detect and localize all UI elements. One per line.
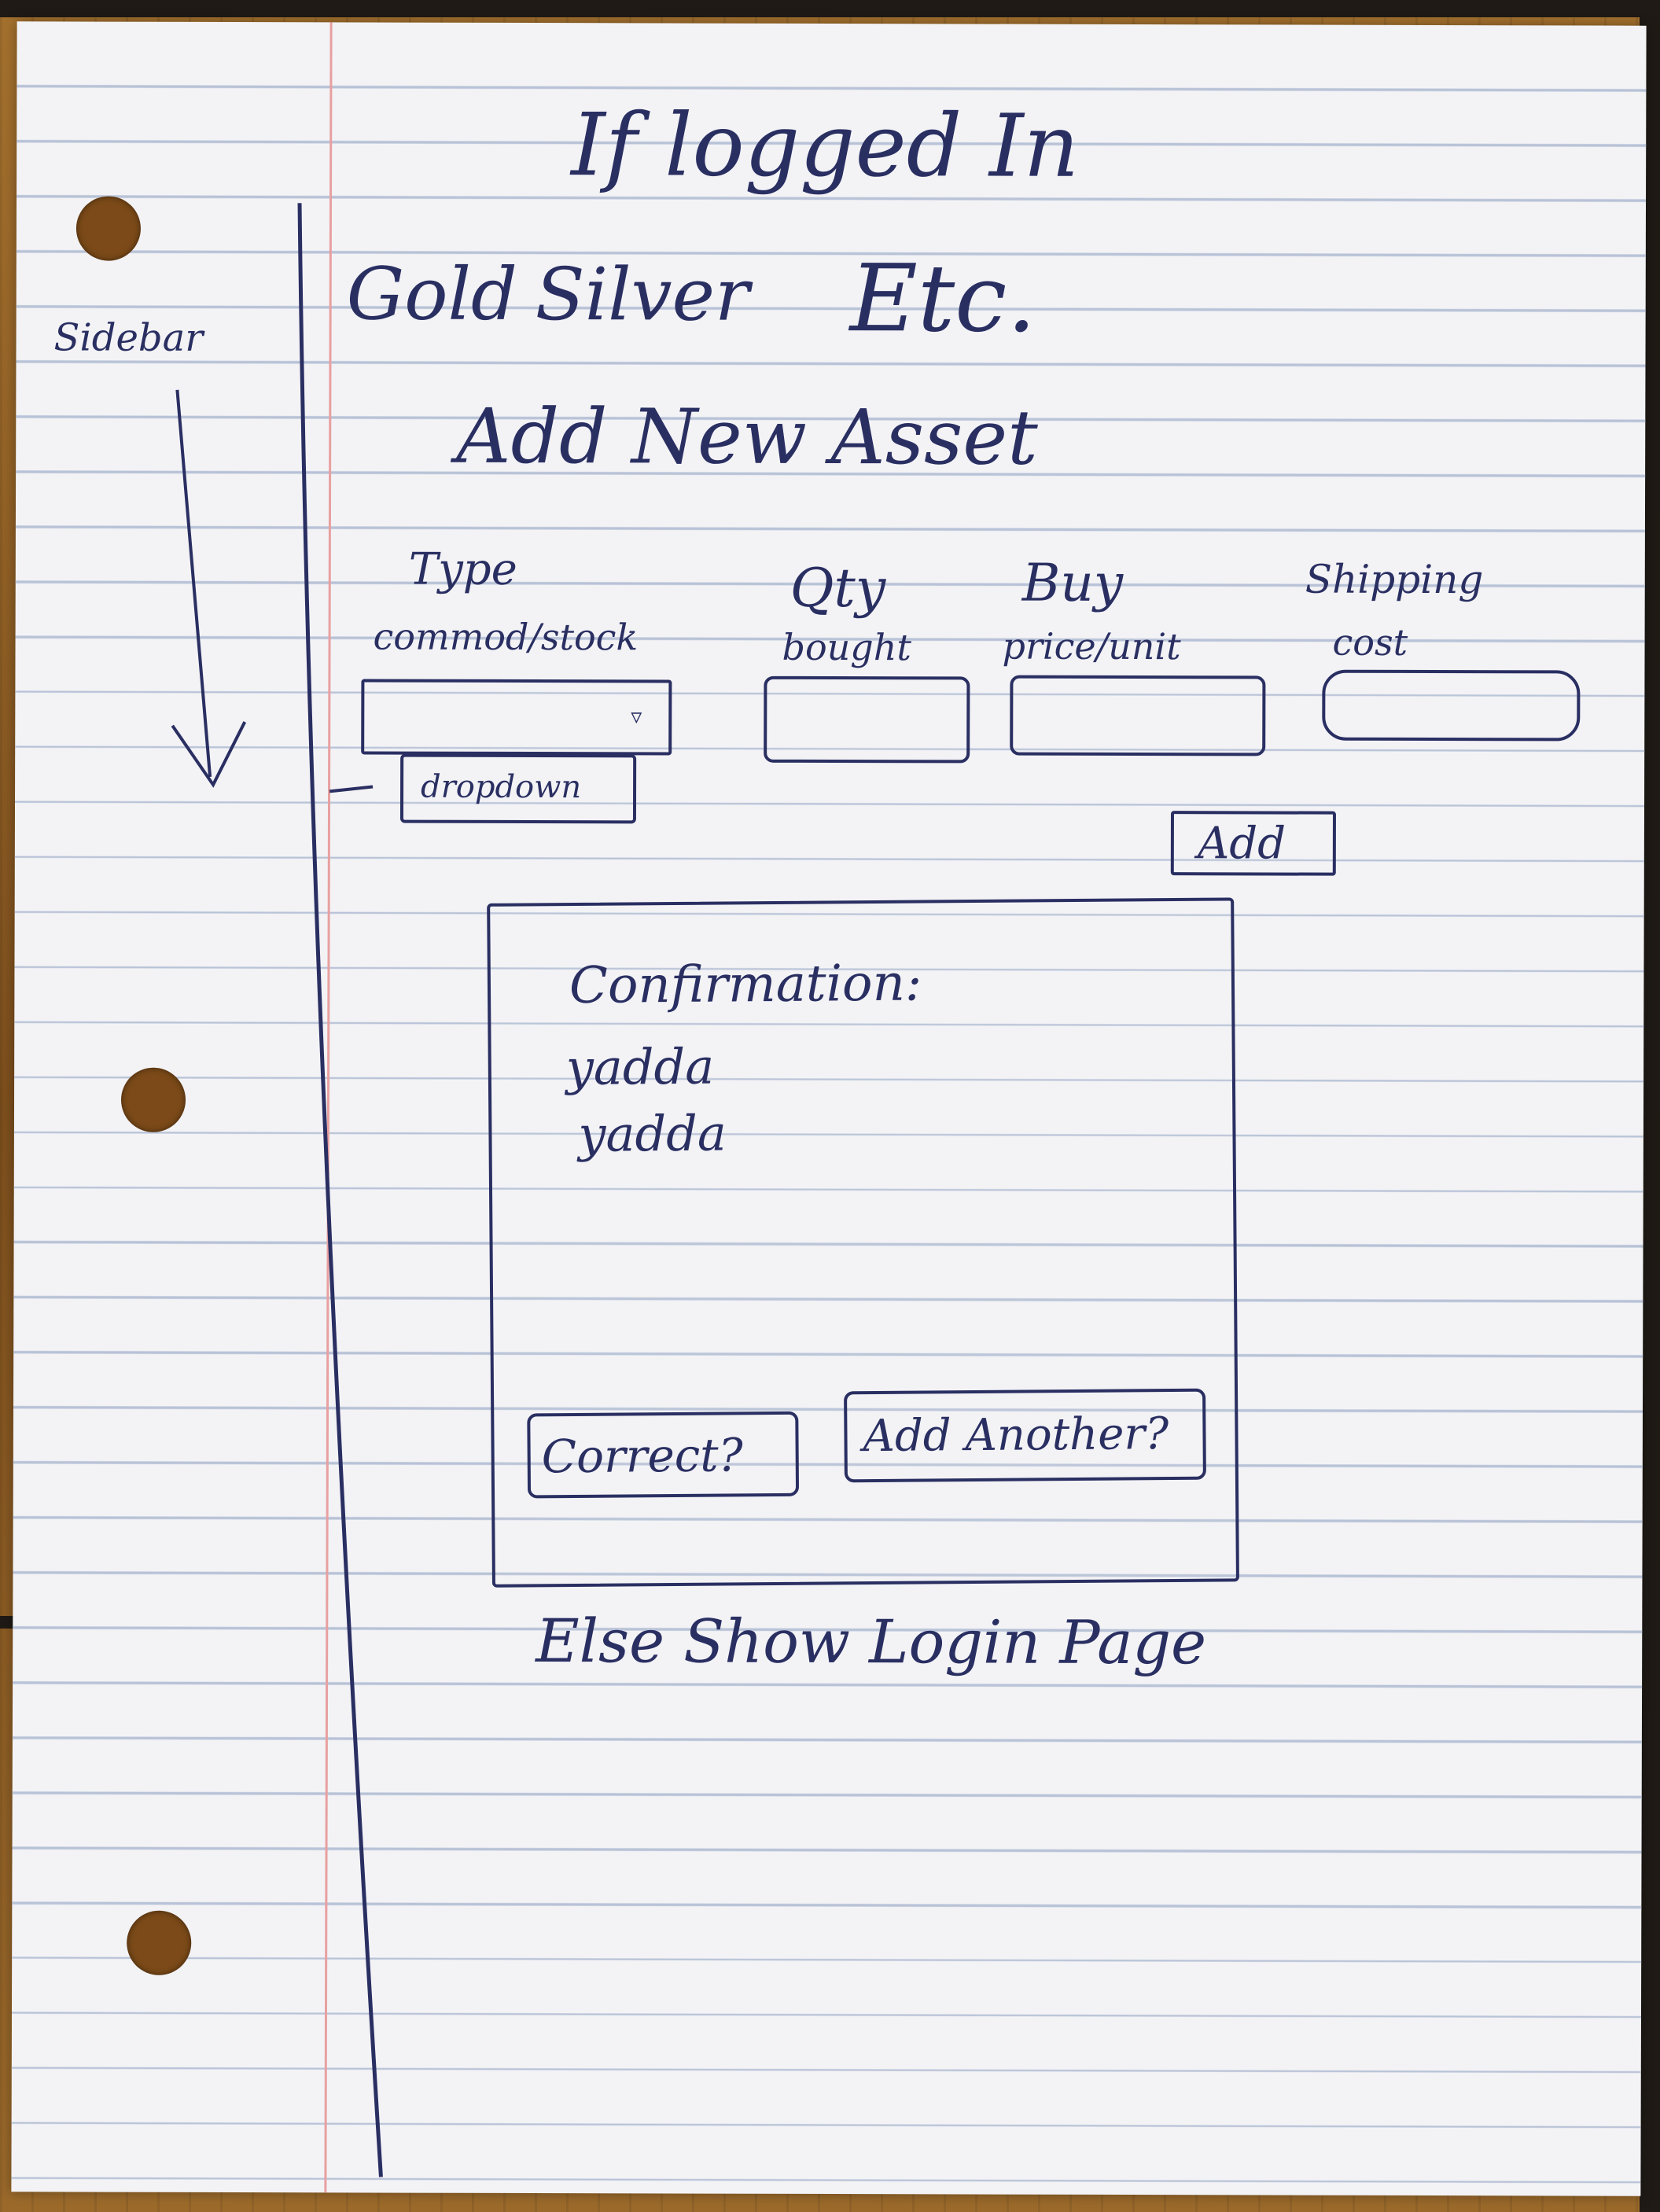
field-shipping-label: Shipping xyxy=(1305,556,1484,603)
shipping-input[interactable] xyxy=(1322,669,1581,742)
nav-item-gold[interactable]: Gold xyxy=(346,252,518,337)
dropdown-caret-icon: ▿ xyxy=(631,703,642,730)
nav-bar: Gold Silver Etc. xyxy=(330,244,1117,363)
sidebar-sketch xyxy=(171,203,383,2177)
desk-edge-top xyxy=(0,0,1660,17)
form-underline-left xyxy=(329,785,374,793)
notebook-page: Sidebar If logged In Gold Silver Etc. Ad… xyxy=(11,21,1647,2196)
field-type-label: Type xyxy=(408,543,517,595)
sidebar-label: Sidebar xyxy=(53,315,204,360)
qty-input[interactable] xyxy=(764,675,970,764)
field-type-sublabel: commod/stock xyxy=(373,615,639,659)
confirmation-line-2: yadda xyxy=(578,1104,727,1163)
field-qty-sublabel: bought xyxy=(782,625,911,669)
add-another-button-label: Add Another? xyxy=(863,1408,1169,1463)
confirmation-title: Confirmation: xyxy=(569,954,922,1016)
type-dropdown[interactable]: ▿ xyxy=(361,679,672,756)
add-another-button[interactable]: Add Another? xyxy=(844,1388,1206,1483)
nav-item-silver[interactable]: Silver xyxy=(535,252,750,337)
sidebar-arrow-shaft xyxy=(175,389,212,778)
correct-button-label: Correct? xyxy=(541,1428,743,1484)
sidebar-arrow-head xyxy=(171,721,247,788)
dropdown-options-list[interactable]: dropdown xyxy=(399,753,637,824)
confirmation-line-1: yadda xyxy=(565,1037,715,1097)
dropdown-note: dropdown xyxy=(421,768,582,806)
field-buy-price-sublabel: price/unit xyxy=(1002,624,1181,668)
sidebar-divider-line xyxy=(297,203,383,2177)
field-qty-label: Qty xyxy=(790,557,886,620)
confirmation-panel: Confirmation: yadda yadda Correct? Add A… xyxy=(487,897,1239,1588)
else-text: Else Show Login Page xyxy=(536,1606,1207,1678)
add-button[interactable]: Add xyxy=(1170,811,1336,876)
form-title: Add New Asset xyxy=(456,392,1038,482)
condition-title: If logged In xyxy=(571,94,1080,197)
buy-price-input[interactable] xyxy=(1010,675,1266,756)
add-button-label: Add xyxy=(1197,818,1286,870)
field-buy-price-label: Buy xyxy=(1021,552,1124,613)
field-shipping-sublabel: cost xyxy=(1332,620,1408,664)
correct-button[interactable]: Correct? xyxy=(527,1411,800,1499)
nav-item-etc[interactable]: Etc. xyxy=(849,244,1037,353)
